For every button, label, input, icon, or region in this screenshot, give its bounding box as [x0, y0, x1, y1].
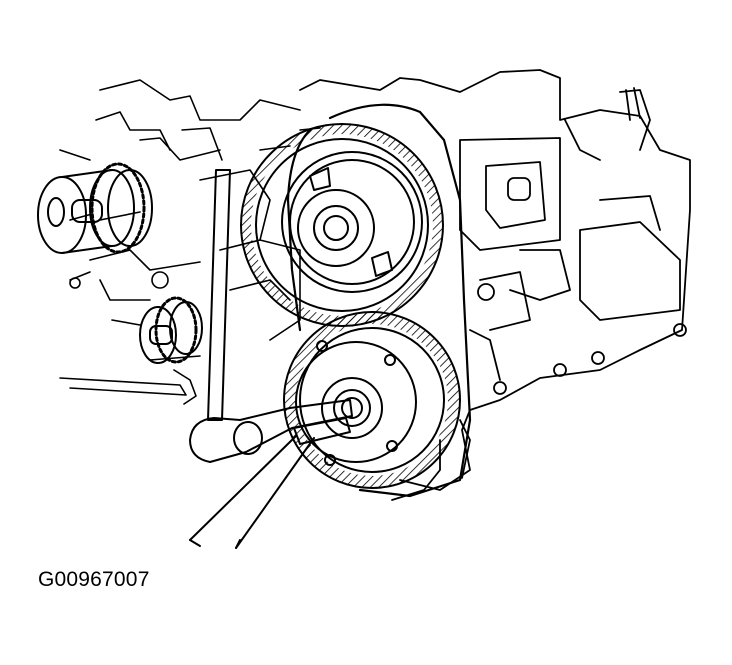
- engine-timing-belt-illustration: [37, 69, 691, 549]
- camshaft-sprocket-upper: [240, 123, 444, 327]
- figure-code: G00967007: [38, 568, 150, 591]
- idler-pulley-upper: [37, 162, 153, 254]
- camshaft-sprocket-lower: [283, 311, 461, 489]
- engine-lower-contour: [391, 419, 471, 501]
- idler-pulley-lower: [139, 296, 203, 364]
- wrench: [189, 417, 351, 549]
- holding-tool: [189, 169, 353, 463]
